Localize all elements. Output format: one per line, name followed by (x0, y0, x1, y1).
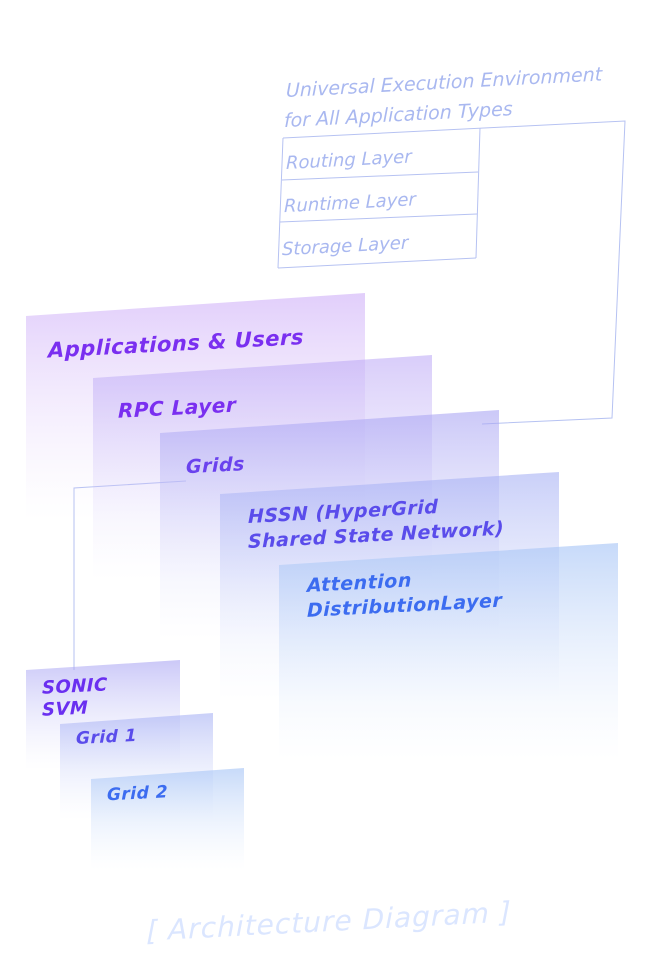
environment-divider (475, 127, 481, 259)
runtime-layer-label: Runtime Layer (284, 189, 417, 217)
runtime-separator (279, 213, 478, 223)
environment-title-line2: for All Application Types (284, 98, 513, 132)
storage-layer-label: Storage Layer (282, 233, 410, 261)
grids-label: Grids (186, 453, 245, 478)
storage-separator (277, 257, 477, 269)
attention-panel (279, 543, 618, 760)
environment-box (277, 120, 626, 425)
sonic-label-line2: SVM (42, 697, 88, 720)
routing-layer-label: Routing Layer (286, 146, 413, 174)
environment-left-edge (277, 137, 284, 269)
environment-outline (282, 120, 626, 425)
grid-2-label: Grid 2 (107, 782, 168, 805)
sonic-label-line1: SONIC (42, 674, 108, 698)
environment-title-line1: Universal Execution Environment (286, 63, 604, 102)
grid-1-label: Grid 1 (76, 726, 137, 749)
routing-separator (281, 171, 479, 181)
grid-2-panel (91, 768, 244, 870)
